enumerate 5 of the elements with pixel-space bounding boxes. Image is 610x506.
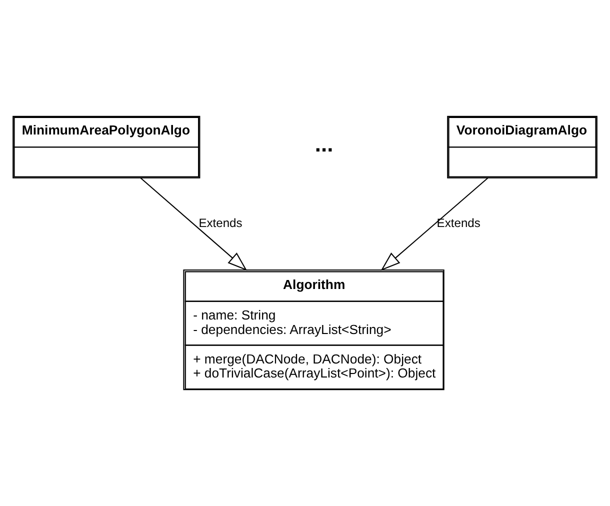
edge-label: Extends xyxy=(198,216,242,230)
arrow xyxy=(380,178,488,271)
edge-label: Extends xyxy=(436,216,480,230)
arrow xyxy=(140,178,248,271)
label: ... xyxy=(314,132,334,156)
